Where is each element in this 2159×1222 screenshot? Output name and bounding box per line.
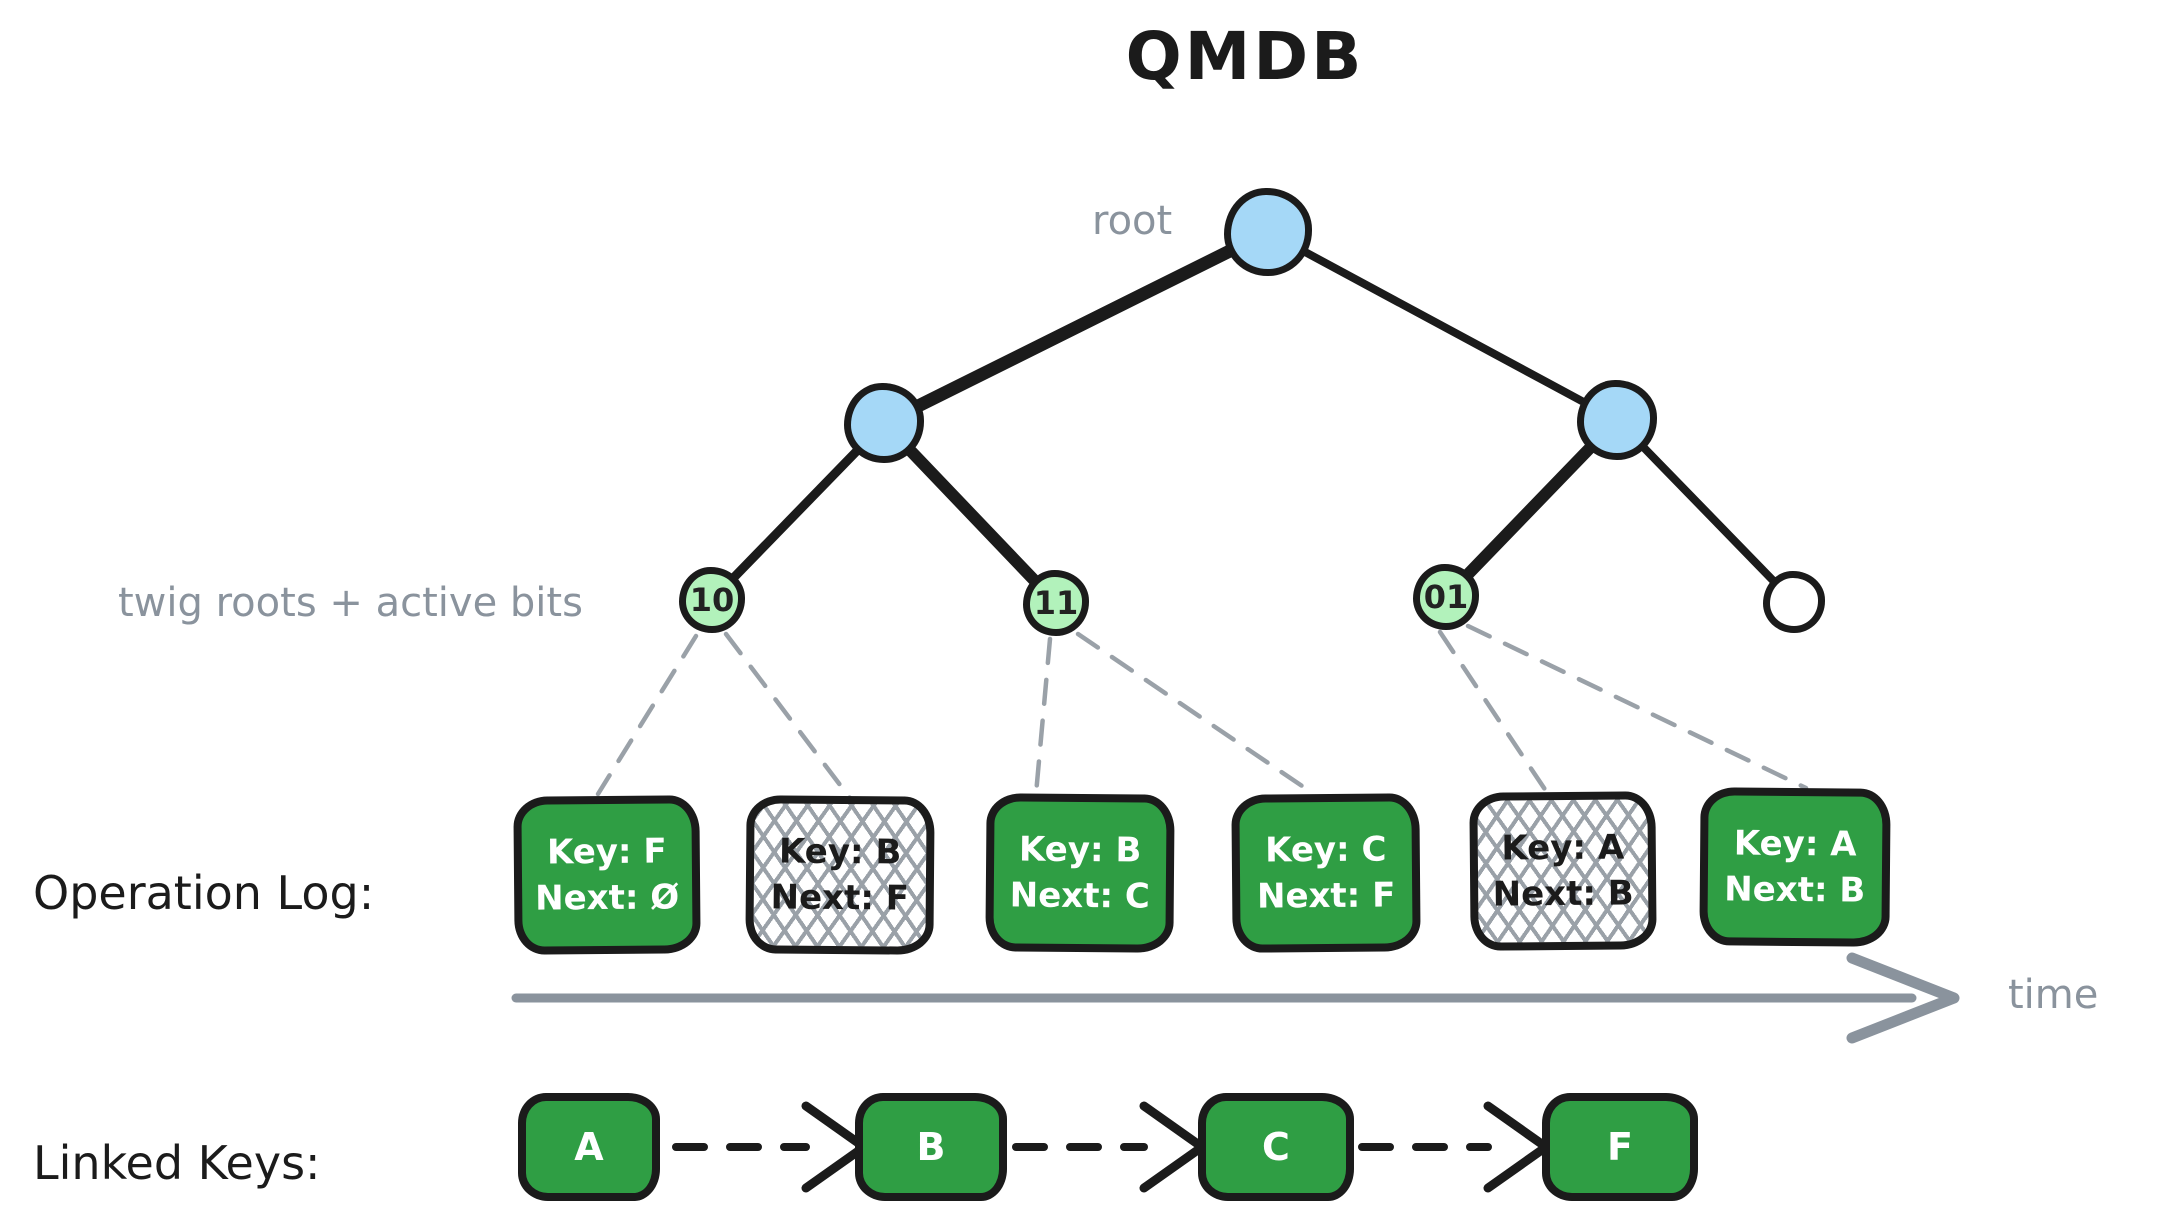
oplog-entry-4: Key: C Next: F [1231,793,1421,953]
time-arrow-head [1846,952,1960,1044]
linked-arrow-c-to-f [1358,1101,1551,1193]
linked-key-c-label: C [1262,1125,1290,1169]
linked-key-a: A [518,1093,660,1201]
oplog-entry-6: Key: A Next: B [1699,787,1891,947]
linked-arrow-a-to-b [672,1101,869,1193]
operation-log-label: Operation Log: [33,866,375,920]
twig-root-node-empty [1763,571,1825,633]
oplog-entry-4-key: Key: C [1264,829,1387,871]
twig-root-label-01: 01 [1423,578,1469,616]
oplog-entry-2-next: Next: F [770,877,910,919]
root-label: root [1092,198,1173,244]
linked-key-b-label: B [916,1125,946,1169]
edge-root-to-left [877,225,1275,430]
linked-key-c: C [1198,1093,1354,1201]
edge-right-to-empty [1613,416,1798,606]
dashed-link-01-to-entry6 [1465,623,1809,791]
linked-arrowhead-2 [1139,1101,1207,1193]
linked-key-f-label: F [1607,1125,1633,1169]
oplog-entry-1: Key: F Next: Ø [513,795,701,955]
dashed-link-10-to-entry2 [723,631,859,809]
tree-internal-node-left [844,383,924,463]
oplog-entry-3: Key: B Next: C [985,793,1175,953]
time-arrow [511,952,1960,1044]
oplog-entry-1-key: Key: F [546,831,667,873]
oplog-entry-6-key: Key: A [1733,823,1857,865]
twig-root-node-10: 10 [679,567,745,633]
linked-key-f: F [1542,1093,1698,1201]
tree-internal-node-right [1577,380,1657,460]
linked-arrowhead-3 [1483,1101,1551,1193]
oplog-entry-4-next: Next: F [1256,875,1396,917]
twig-root-node-11: 11 [1023,570,1089,636]
twig-root-label-10: 10 [689,581,735,619]
linked-key-a-label: A [574,1125,604,1169]
edge-left-to-twig11 [878,417,1062,609]
twig-roots-label: twig roots + active bits [118,580,583,626]
oplog-entry-6-next: Next: B [1724,869,1866,911]
twig-root-label-11: 11 [1033,584,1079,622]
edge-root-to-right [1264,228,1621,424]
oplog-entry-5: Key: A Next: B [1469,791,1657,951]
tree-root-node [1224,188,1312,276]
linked-key-b: B [855,1093,1007,1201]
dashed-link-11-to-entry4 [1075,631,1311,793]
oplog-entry-2: Key: B Next: F [745,795,935,955]
diagram-title: QMDB [1125,18,1365,95]
linked-keys-label: Linked Keys: [33,1136,321,1190]
oplog-entry-1-next: Next: Ø [534,877,680,919]
oplog-entry-5-next: Next: B [1492,873,1634,915]
dashed-link-10-to-entry1 [595,633,699,797]
dashed-link-01-to-entry5 [1437,629,1551,797]
oplog-entry-5-key: Key: A [1501,827,1625,869]
twig-root-node-01: 01 [1413,564,1479,630]
time-label: time [2008,972,2099,1018]
oplog-entry-3-next: Next: C [1009,875,1151,917]
oplog-entry-2-key: Key: B [778,831,902,873]
oplog-entry-3-key: Key: B [1018,829,1142,871]
dashed-link-11-to-entry3 [1033,636,1053,797]
linked-arrow-b-to-c [1012,1101,1207,1193]
